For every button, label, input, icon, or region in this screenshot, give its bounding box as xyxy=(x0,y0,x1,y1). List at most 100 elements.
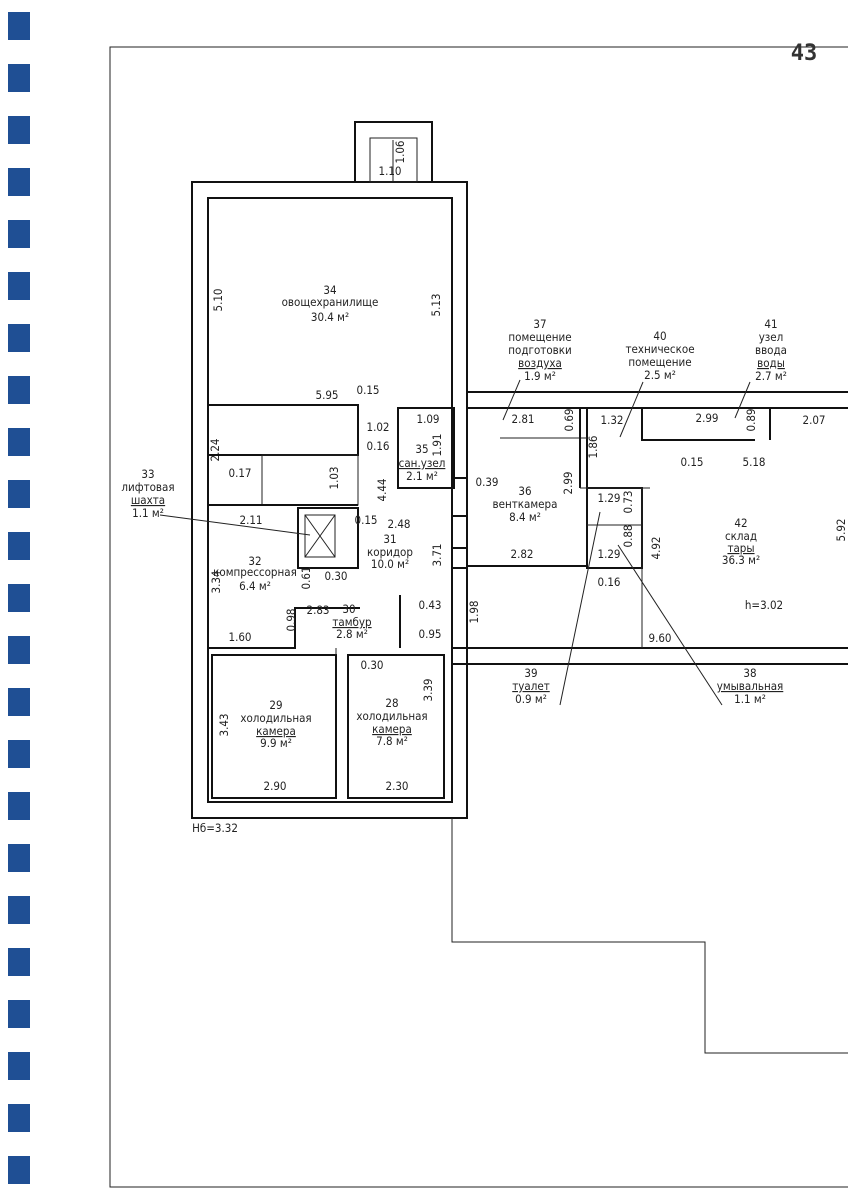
dimension-label: 0.16 xyxy=(366,439,389,453)
binding-hole xyxy=(8,376,30,404)
binding-hole xyxy=(8,64,30,92)
binding-hole xyxy=(8,272,30,300)
svg-text:42: 42 xyxy=(734,516,747,530)
dimension-label: 5.92 xyxy=(834,518,848,541)
binding-holes xyxy=(8,12,30,1184)
binding-hole xyxy=(8,532,30,560)
dimension-label: 2.07 xyxy=(802,413,825,427)
dimension-label: 2.11 xyxy=(239,513,262,527)
binding-hole xyxy=(8,428,30,456)
svg-text:6.4 м²: 6.4 м² xyxy=(239,579,271,593)
svg-text:тары: тары xyxy=(727,541,754,555)
svg-text:коридор: коридор xyxy=(367,545,413,559)
svg-text:1.1 м²: 1.1 м² xyxy=(132,506,164,520)
dimension-label: 3.34 xyxy=(209,570,223,593)
dimension-label: 5.95 xyxy=(315,388,338,402)
dimension-label: 1.10 xyxy=(378,164,401,178)
svg-text:8.4 м²: 8.4 м² xyxy=(509,510,541,524)
walls xyxy=(191,121,848,1054)
svg-text:37: 37 xyxy=(533,317,546,331)
dimension-label: 0.15 xyxy=(354,513,377,527)
binding-hole xyxy=(8,116,30,144)
dimension-label: 1.86 xyxy=(586,435,600,458)
svg-text:1.1 м²: 1.1 м² xyxy=(734,692,766,706)
binding-hole xyxy=(8,1156,30,1184)
binding-hole xyxy=(8,844,30,872)
svg-text:35: 35 xyxy=(415,442,428,456)
binding-hole xyxy=(8,740,30,768)
dimension-label: 1.09 xyxy=(416,412,439,426)
svg-text:2.1 м²: 2.1 м² xyxy=(406,469,438,483)
svg-text:40: 40 xyxy=(653,329,666,343)
dimension-label: 1.98 xyxy=(467,600,481,623)
svg-text:туалет: туалет xyxy=(512,679,550,693)
dimension-label: 0.43 xyxy=(418,598,441,612)
svg-text:умывальная: умывальная xyxy=(717,679,784,693)
dimension-label: 1.60 xyxy=(228,630,251,644)
dimension-label: 0.88 xyxy=(621,524,635,547)
binding-hole xyxy=(8,896,30,924)
binding-hole xyxy=(8,220,30,248)
dimension-label: 1.06 xyxy=(393,140,407,163)
dimension-label: 1.91 xyxy=(430,433,444,456)
dimension-label: 4.44 xyxy=(375,478,389,501)
dimension-label: 0.69 xyxy=(562,408,576,431)
svg-text:венткамера: венткамера xyxy=(493,497,558,511)
dimension-label: 9.60 xyxy=(648,631,671,645)
svg-text:узел: узел xyxy=(759,330,784,344)
svg-text:ввода: ввода xyxy=(755,343,787,357)
svg-text:камера: камера xyxy=(256,724,296,738)
dimension-label: 0.98 xyxy=(284,608,298,631)
svg-text:36: 36 xyxy=(518,484,531,498)
svg-text:32: 32 xyxy=(248,554,261,568)
dimension-label: 0.39 xyxy=(475,475,498,489)
svg-text:30.4 м²: 30.4 м² xyxy=(311,310,349,324)
svg-text:2.8 м²: 2.8 м² xyxy=(336,627,368,641)
svg-text:0.9 м²: 0.9 м² xyxy=(515,692,547,706)
dimension-label: 2.30 xyxy=(385,779,408,793)
binding-hole xyxy=(8,1052,30,1080)
dimension-label: 0.15 xyxy=(356,383,379,397)
dimension-label: 5.13 xyxy=(429,293,443,316)
dimension-label: 2.99 xyxy=(561,471,575,494)
dimension-label: 1.03 xyxy=(327,466,341,489)
binding-hole xyxy=(8,792,30,820)
svg-text:холодильная: холодильная xyxy=(240,711,311,725)
svg-text:28: 28 xyxy=(385,696,398,710)
dimension-label: 5.18 xyxy=(742,455,765,469)
dimension-label: 3.39 xyxy=(421,678,435,701)
base-height: Нб=3.32 xyxy=(192,821,238,835)
dimension-label: 0.16 xyxy=(597,575,620,589)
binding-hole xyxy=(8,324,30,352)
svg-text:30: 30 xyxy=(342,602,355,616)
svg-text:2.7 м²: 2.7 м² xyxy=(755,369,787,383)
dimension-label: 1.29 xyxy=(597,491,620,505)
dimension-label: 2.82 xyxy=(510,547,533,561)
svg-text:камера: камера xyxy=(372,722,412,736)
binding-hole xyxy=(8,12,30,40)
svg-text:воды: воды xyxy=(757,356,785,370)
dimension-label: 3.43 xyxy=(217,713,231,736)
dimension-labels: 5.10 5.13 1.101.06 5.95 0.15 1.02 0.16 1.09 1.91… xyxy=(208,140,848,793)
dimension-label: 2.48 xyxy=(387,517,410,531)
binding-hole xyxy=(8,948,30,976)
svg-text:лифтовая: лифтовая xyxy=(121,480,174,494)
dimension-label: 1.32 xyxy=(600,413,623,427)
binding-hole xyxy=(8,168,30,196)
binding-hole xyxy=(8,480,30,508)
dimension-label: 0.30 xyxy=(324,569,347,583)
svg-text:склад: склад xyxy=(725,529,757,543)
dimension-label: 0.89 xyxy=(744,408,758,431)
dimension-label: 1.02 xyxy=(366,420,389,434)
svg-text:39: 39 xyxy=(524,666,537,680)
dimension-label: 0.95 xyxy=(418,627,441,641)
dimension-label: 5.10 xyxy=(211,288,225,311)
svg-text:38: 38 xyxy=(743,666,756,680)
svg-text:сан.узел: сан.узел xyxy=(399,456,446,470)
svg-text:29: 29 xyxy=(269,698,282,712)
dimension-label: 2.81 xyxy=(511,412,534,426)
svg-text:1.9 м²: 1.9 м² xyxy=(524,369,556,383)
dimension-label: 2.83 xyxy=(306,603,329,617)
svg-text:компрессорная: компрессорная xyxy=(213,565,297,579)
dimension-label: 0.73 xyxy=(621,490,635,513)
